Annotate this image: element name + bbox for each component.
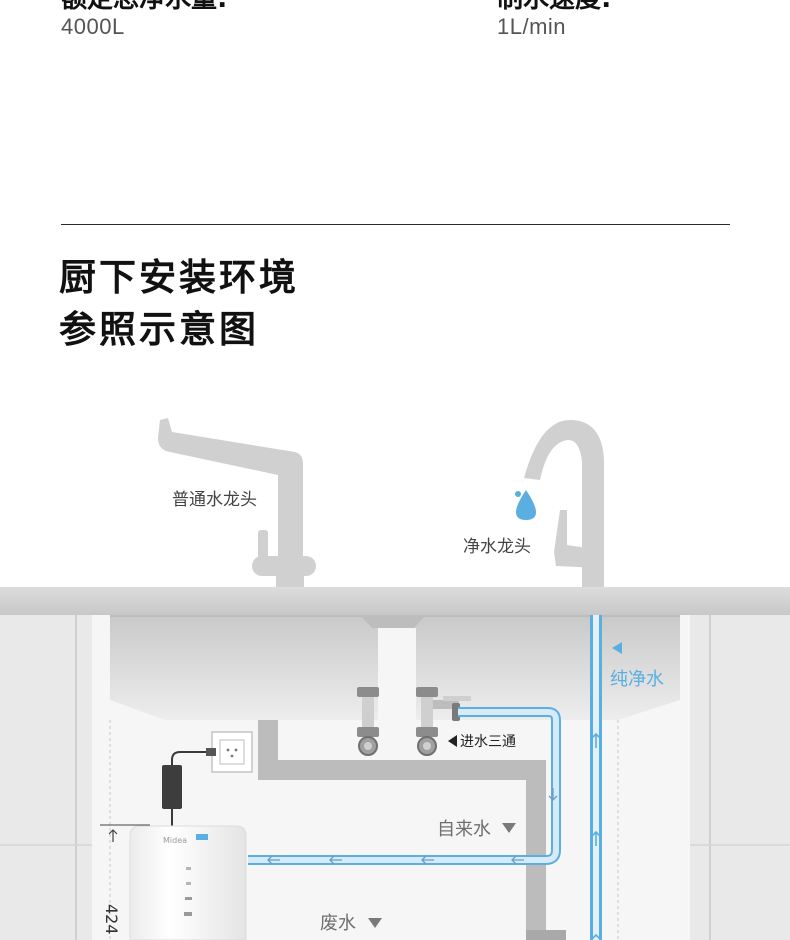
inlet-tee-fitting xyxy=(433,700,459,709)
countertop xyxy=(0,587,790,615)
pure-water-pointer-icon xyxy=(612,642,622,654)
regular-faucet-label: 普通水龙头 xyxy=(172,490,257,510)
sink-basin xyxy=(110,615,680,720)
installation-diagram: 424 普通水龙头 净水龙头 纯净水 进水三通 自来水 废水 Midea xyxy=(0,418,790,940)
waste-water-label: 废水 xyxy=(320,913,356,934)
purifier-unit xyxy=(129,825,247,940)
waste-water-down-icon xyxy=(368,918,382,928)
regular-faucet-icon xyxy=(158,418,316,592)
section-title-line2: 参照示意图 xyxy=(59,308,259,351)
pure-water-pipe xyxy=(590,615,602,940)
spec-label: 制水速度: xyxy=(497,0,611,15)
tap-water-pipe xyxy=(248,707,561,865)
pure-water-label: 纯净水 xyxy=(610,669,664,690)
tap-water-label: 自来水 xyxy=(437,819,491,840)
inlet-tee-label: 进水三通 xyxy=(460,734,516,750)
section-title: 厨下安装环境 参照示意图 xyxy=(59,252,299,356)
dimension-label: 424 xyxy=(102,904,121,935)
spec-label: 额定总净水量: xyxy=(61,0,227,15)
inlet-tee-pointer-icon xyxy=(448,735,457,747)
brand-logo: Midea xyxy=(163,836,187,845)
power-socket xyxy=(171,731,253,773)
purified-faucet-label: 净水龙头 xyxy=(463,537,531,557)
section-divider xyxy=(61,224,730,225)
dimension-marker xyxy=(100,824,150,842)
section-title-line1: 厨下安装环境 xyxy=(59,256,299,299)
purified-faucet-icon xyxy=(515,420,604,590)
angle-valve-right xyxy=(416,687,471,756)
power-adapter xyxy=(162,765,182,828)
spec-value: 4000L xyxy=(61,14,125,39)
spec-value: 1L/min xyxy=(497,14,567,39)
tap-water-down-icon xyxy=(502,823,516,833)
angle-valve-left xyxy=(357,687,379,756)
